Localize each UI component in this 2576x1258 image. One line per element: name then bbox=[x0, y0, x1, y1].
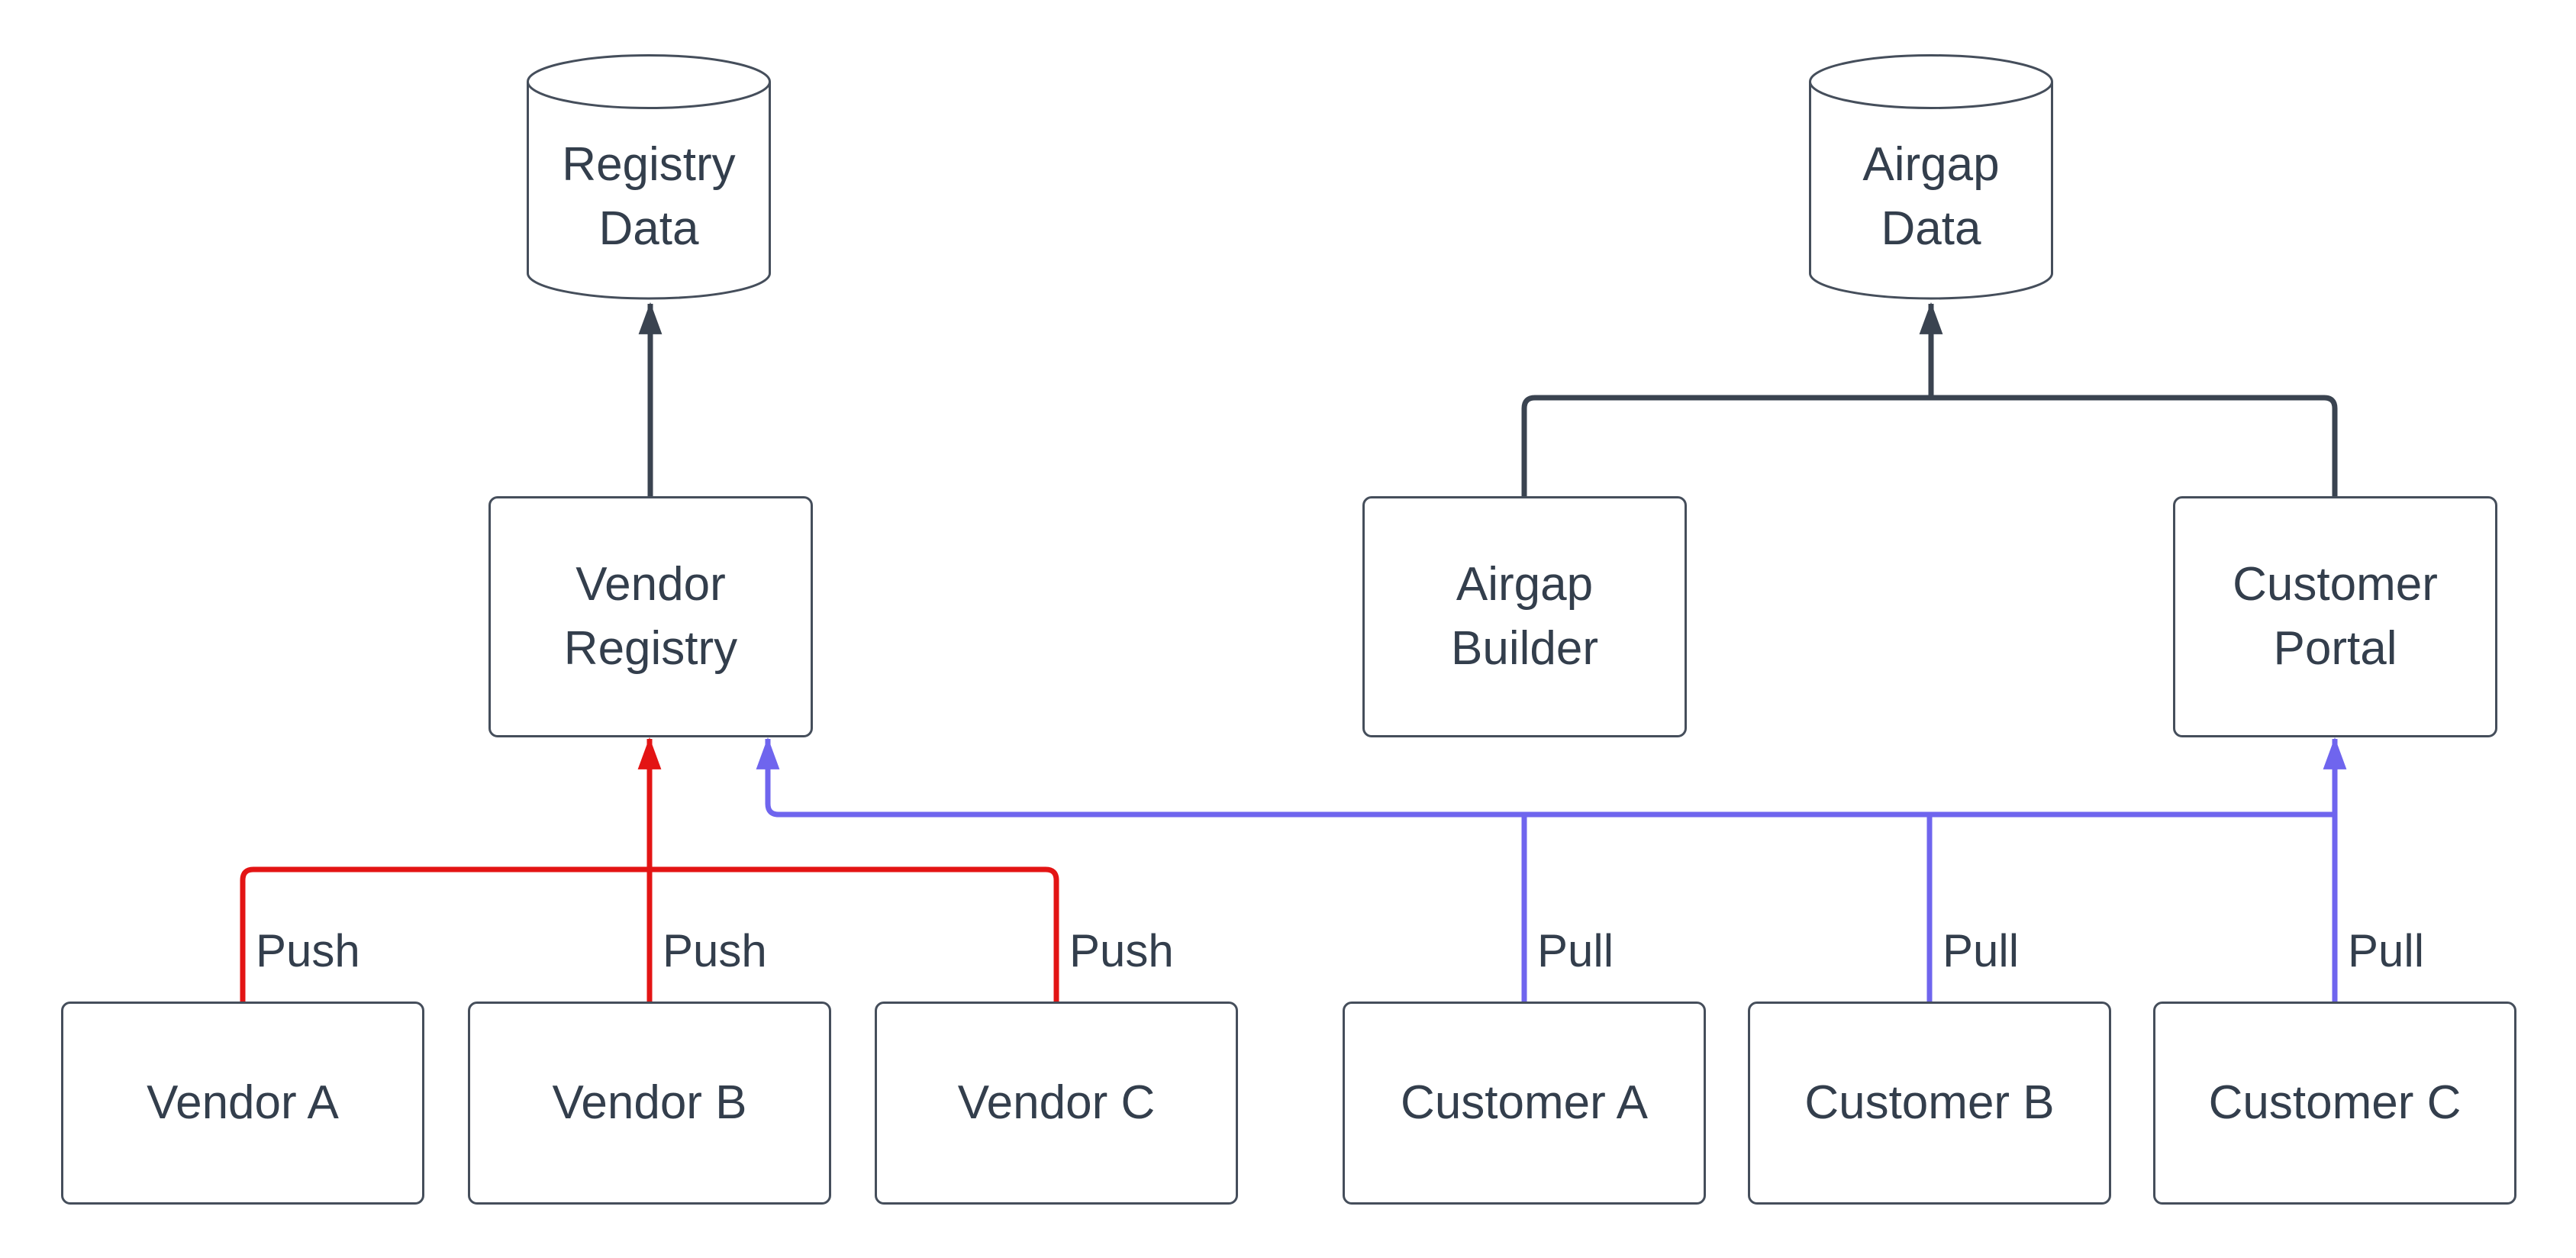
vendor-registry-node: Vendor Registry bbox=[488, 496, 813, 737]
customer-b-label: Customer B bbox=[1804, 1076, 2055, 1129]
vendor-b-node: Vendor B bbox=[468, 1002, 831, 1205]
vendor-b-label: Vendor B bbox=[552, 1076, 747, 1129]
customer-a-label: Customer A bbox=[1401, 1076, 1648, 1129]
vendor-a-node: Vendor A bbox=[61, 1002, 424, 1205]
airgap-data-node: Airgap Data bbox=[1809, 54, 2053, 300]
customer-portal-node: Customer Portal bbox=[2173, 496, 2497, 737]
edge-pull_bus-to-vendor_registry bbox=[756, 737, 2335, 818]
edge-label-pull: Pull bbox=[2348, 925, 2425, 976]
registry-data-label: Registry Data bbox=[562, 138, 736, 255]
edge-vendor_c-to-vendor_registry bbox=[650, 866, 1059, 1002]
customer-b-node: Customer B bbox=[1748, 1002, 2111, 1205]
airgap-data-label: Airgap Data bbox=[1862, 138, 2000, 255]
airgap-builder-node: Airgap Builder bbox=[1362, 496, 1687, 737]
customer-c-node: Customer C bbox=[2153, 1002, 2516, 1205]
customer-c-label: Customer C bbox=[2208, 1076, 2462, 1129]
vendor-registry-label: Vendor Registry bbox=[563, 558, 738, 675]
edge-label-push: Push bbox=[1069, 925, 1174, 976]
customer-portal-label: Customer Portal bbox=[2233, 558, 2438, 675]
vendor-a-label: Vendor A bbox=[147, 1076, 339, 1129]
edge-customer_portal-to-airgap_data bbox=[1931, 395, 2338, 496]
edge-label-push: Push bbox=[663, 925, 767, 976]
cylinder-shape bbox=[527, 54, 771, 300]
edge-label-pull: Pull bbox=[1942, 925, 2020, 976]
edge-label-pull: Pull bbox=[1537, 925, 1614, 976]
vendor-c-node: Vendor C bbox=[875, 1002, 1238, 1205]
cylinder-shape bbox=[1809, 54, 2053, 300]
registry-data-node: Registry Data bbox=[527, 54, 771, 300]
edge-label-push: Push bbox=[256, 925, 360, 976]
edge-airgap_builder-to-airgap_data bbox=[1521, 395, 1931, 496]
edge-vendor_a-to-vendor_registry bbox=[240, 866, 650, 1002]
customer-a-node: Customer A bbox=[1343, 1002, 1706, 1205]
airgap-builder-label: Airgap Builder bbox=[1451, 558, 1598, 675]
vendor-c-label: Vendor C bbox=[957, 1076, 1156, 1129]
